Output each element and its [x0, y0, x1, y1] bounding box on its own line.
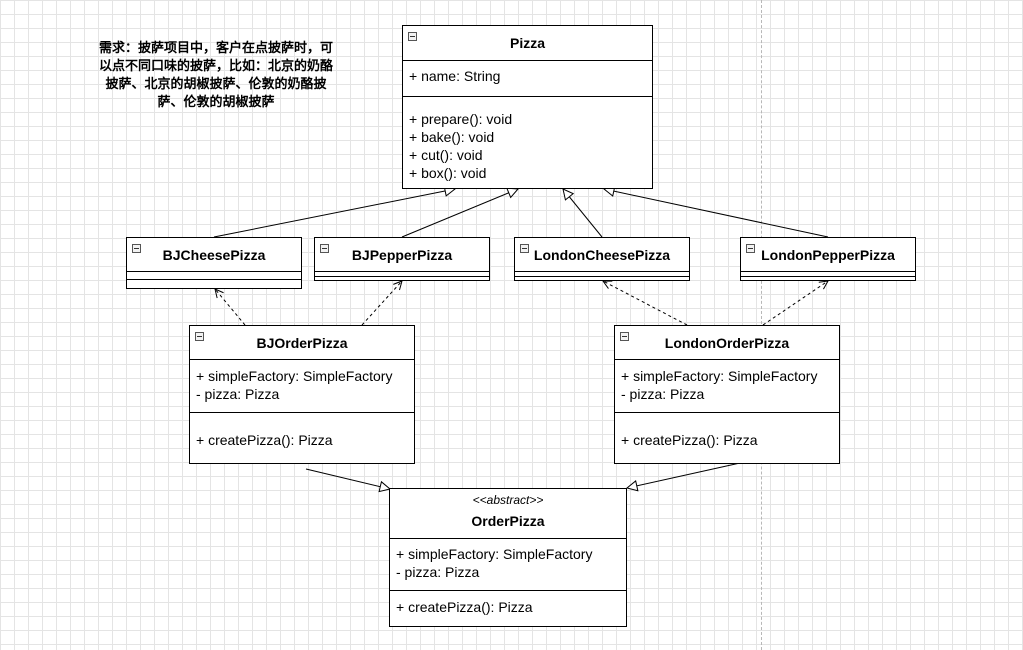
methods-section: + createPizza(): Pizza	[390, 591, 626, 616]
attribute: - pizza: Pizza	[196, 386, 280, 402]
method: + box(): void	[409, 165, 487, 181]
dependency-edge-bjorder-bjcheese[interactable]	[215, 289, 246, 326]
class-name: BJOrderPizza	[256, 335, 348, 351]
methods-section: + prepare(): void + bake(): void + cut()…	[403, 97, 652, 182]
dependency-edge-londonorder-londoncheese[interactable]	[603, 281, 688, 326]
method: + createPizza(): Pizza	[396, 599, 533, 615]
note-line: 萨、伦敦的胡椒披萨	[157, 95, 275, 110]
class-orderpizza[interactable]: <<abstract>> OrderPizza + simpleFactory:…	[389, 488, 627, 627]
method: + cut(): void	[409, 147, 483, 163]
attributes-section	[127, 272, 301, 280]
class-header: BJOrderPizza	[190, 326, 414, 360]
class-bjcheesepizza[interactable]: BJCheesePizza	[126, 237, 302, 289]
method: + createPizza(): Pizza	[621, 432, 758, 448]
attributes-section: + simpleFactory: SimpleFactory - pizza: …	[390, 539, 626, 591]
class-pizza[interactable]: Pizza + name: String + prepare(): void +…	[402, 25, 653, 189]
collapse-icon[interactable]	[408, 32, 417, 41]
class-header: LondonOrderPizza	[615, 326, 839, 360]
collapse-icon[interactable]	[520, 244, 529, 253]
collapse-icon[interactable]	[620, 332, 629, 341]
class-londoncheesepizza[interactable]: LondonCheesePizza	[514, 237, 690, 281]
attribute: + simpleFactory: SimpleFactory	[396, 546, 593, 562]
class-name: LondonPepperPizza	[761, 247, 895, 263]
attribute: + simpleFactory: SimpleFactory	[621, 368, 818, 384]
class-londonpepperpizza[interactable]: LondonPepperPizza	[740, 237, 916, 281]
attribute: + simpleFactory: SimpleFactory	[196, 368, 393, 384]
attributes-section	[515, 272, 689, 277]
methods-section: + createPizza(): Pizza	[615, 413, 839, 449]
dependency-edge-londonorder-londonpepper[interactable]	[762, 281, 828, 326]
note-line: 需求：披萨项目中，客户在点披萨时，可	[98, 41, 333, 56]
note-line: 披萨、北京的胡椒披萨、伦敦的奶酪披	[105, 77, 327, 92]
attribute: + name: String	[409, 68, 501, 84]
inheritance-edge-bjcheese-pizza[interactable]	[213, 189, 455, 238]
method: + bake(): void	[409, 129, 495, 145]
class-bjorderpizza[interactable]: BJOrderPizza + simpleFactory: SimpleFact…	[189, 325, 415, 464]
attributes-section: + simpleFactory: SimpleFactory - pizza: …	[615, 360, 839, 413]
class-header: <<abstract>> OrderPizza	[390, 489, 626, 539]
class-londonorderpizza[interactable]: LondonOrderPizza + simpleFactory: Simple…	[614, 325, 840, 464]
inheritance-edge-bjorder-orderpizza[interactable]	[305, 468, 390, 489]
class-header: LondonCheesePizza	[515, 238, 689, 272]
class-name: LondonOrderPizza	[664, 335, 790, 351]
collapse-icon[interactable]	[746, 244, 755, 253]
attributes-section	[315, 272, 489, 277]
class-header: BJPepperPizza	[315, 238, 489, 272]
note-line: 以点不同口味的披萨，比如：北京的奶酪	[98, 59, 333, 74]
requirement-note[interactable]: 需求：披萨项目中，客户在点披萨时，可 以点不同口味的披萨，比如：北京的奶酪 披萨…	[74, 40, 358, 112]
attribute: - pizza: Pizza	[621, 386, 705, 402]
attributes-section	[741, 272, 915, 277]
class-name: OrderPizza	[471, 513, 545, 529]
collapse-icon[interactable]	[132, 244, 141, 253]
method: + prepare(): void	[409, 111, 513, 127]
class-name: BJPepperPizza	[351, 247, 453, 263]
collapse-icon[interactable]	[320, 244, 329, 253]
methods-section: + createPizza(): Pizza	[190, 413, 414, 449]
class-header: BJCheesePizza	[127, 238, 301, 272]
inheritance-edge-bjpepper-pizza[interactable]	[401, 189, 518, 238]
stereotype-label: <<abstract>>	[472, 493, 544, 507]
inheritance-edge-londonpepper-pizza[interactable]	[604, 189, 829, 238]
attributes-section: + name: String	[403, 61, 652, 97]
inheritance-edge-londoncheese-pizza[interactable]	[563, 189, 603, 238]
method: + createPizza(): Pizza	[196, 432, 333, 448]
attributes-section: + simpleFactory: SimpleFactory - pizza: …	[190, 360, 414, 413]
class-bjpepperpizza[interactable]: BJPepperPizza	[314, 237, 490, 281]
attribute: - pizza: Pizza	[396, 564, 480, 580]
class-name: Pizza	[509, 35, 545, 51]
dependency-edge-bjorder-bjpepper[interactable]	[361, 281, 402, 326]
class-header: Pizza	[403, 26, 652, 61]
class-header: LondonPepperPizza	[741, 238, 915, 272]
class-name: LondonCheesePizza	[533, 247, 671, 263]
collapse-icon[interactable]	[195, 332, 204, 341]
class-name: BJCheesePizza	[162, 247, 266, 263]
inheritance-edge-londonorder-orderpizza[interactable]	[627, 462, 741, 488]
